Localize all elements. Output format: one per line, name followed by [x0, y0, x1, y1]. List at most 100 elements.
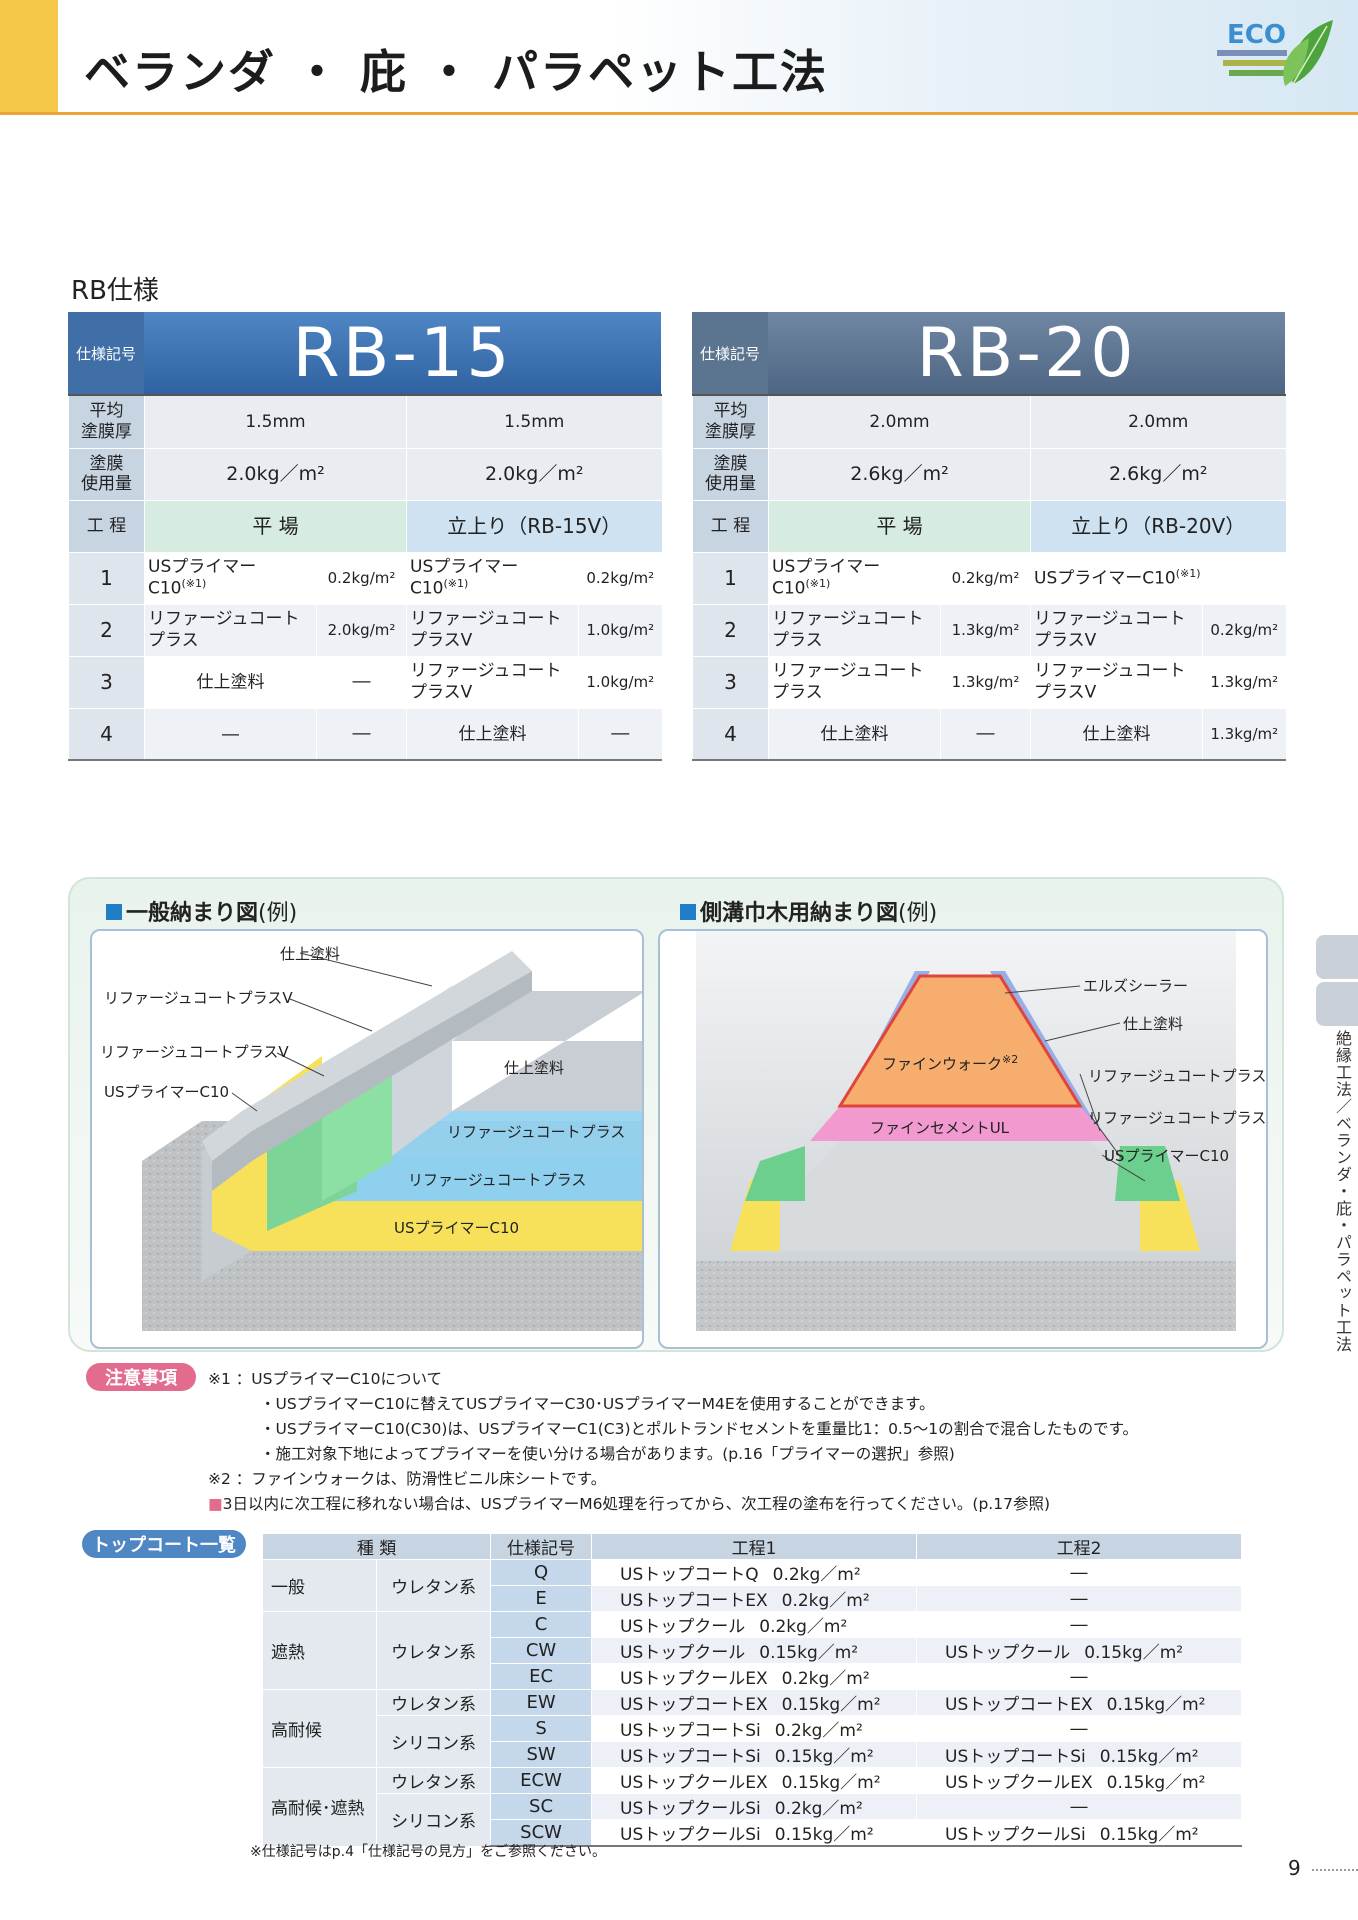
label-line: 平均 [89, 401, 124, 422]
process-number: 4 [692, 707, 769, 761]
material-name: USプライマーC10 [772, 556, 881, 599]
label-line: 塗膜 [89, 453, 124, 474]
topcoat-step2: ― [916, 1585, 1242, 1612]
product-name: USトップクールEX [945, 1773, 1093, 1793]
usage-flat: 2.6kg／m² [768, 447, 1031, 500]
side-tab-1 [1316, 935, 1358, 979]
product-name: ― [1070, 1588, 1088, 1609]
topcoat-header-row: 種 類 仕様記号 工程1 工程2 [261, 1533, 1242, 1560]
process-header-row: 工 程平 場立上り（RB-20V） [692, 499, 1286, 552]
page-number-dots [1312, 1869, 1358, 1871]
upstand-amount: 1.0kg/m² [578, 603, 662, 656]
topcoat-header-code: 仕様記号 [490, 1533, 593, 1560]
note-ref: (※1) [805, 577, 831, 591]
product-amount: 0.15kg／m² [1106, 1695, 1206, 1715]
process-label: 工 程 [692, 499, 769, 552]
material-name: リファージュコート プラスV [410, 660, 562, 703]
topcoat-code: Q [490, 1559, 593, 1586]
product-amount: 0.2kg／m² [774, 1799, 863, 1819]
thickness-up: 1.5mm [406, 394, 662, 448]
thickness-up: 2.0mm [1030, 394, 1286, 448]
topcoat-subtype: ウレタン系 [376, 1611, 492, 1690]
product-amount: 0.15kg／m² [774, 1825, 874, 1845]
product-name: USトップクール [945, 1643, 1071, 1663]
callout-finish-coat: 仕上塗料 [1123, 1015, 1184, 1033]
callout-us-primer-c10: USプライマーC10 [1104, 1147, 1230, 1165]
product-name: ― [1070, 1796, 1088, 1817]
flat-amount: ― [940, 707, 1031, 761]
upstand-material: リファージュコート プラスV [1030, 655, 1203, 708]
topcoat-subtype: シリコン系 [376, 1793, 492, 1847]
thickness-flat: 2.0mm [768, 394, 1031, 448]
process-number: 2 [68, 603, 145, 656]
topcoat-step2: ― [916, 1559, 1242, 1586]
product-name: ― [1070, 1614, 1088, 1635]
topcoat-header-step2: 工程2 [916, 1533, 1242, 1560]
diagram2-title: 側溝巾木用納まり図(例) [680, 895, 937, 927]
usage-flat: 2.0kg／m² [144, 447, 407, 500]
product-name: ― [1070, 1562, 1088, 1583]
upstand-amount: 1.0kg/m² [578, 655, 662, 708]
note-line-5: ※2 ：ファインウォークは、防滑性ビニル床シートです。 [208, 1470, 607, 1488]
notes-badge: 注意事項 [86, 1363, 196, 1391]
usage-label: 塗膜使用量 [68, 447, 145, 500]
flat-amount: ― [316, 655, 407, 708]
material-name: 仕上塗料 [196, 672, 265, 693]
spec-code-label: 仕様記号 [692, 312, 768, 394]
thickness-label: 平均塗膜厚 [68, 394, 145, 448]
note-line-1: ※1 ：USプライマーC10について [208, 1370, 443, 1388]
product-amount: 0.2kg／m² [759, 1617, 848, 1637]
usage-label: 塗膜使用量 [692, 447, 769, 500]
callout-refage-plus-v-1: リファージュコートプラスV [104, 989, 293, 1007]
topcoat-badge: トップコート一覧 [82, 1530, 246, 1558]
material-name: 仕上塗料 [458, 724, 527, 745]
material-name: 仕上塗料 [1082, 724, 1151, 745]
flat-amount: 0.2kg/m² [316, 551, 407, 604]
callout-refage-plus-2: リファージュコートプラス [408, 1171, 587, 1189]
product-amount: 0.15kg／m² [759, 1643, 859, 1663]
usage-up: 2.6kg／m² [1030, 447, 1286, 500]
note-line-6: ■3日以内に次工程に移れない場合は、USプライマーM6処理を行ってから、次工程の… [208, 1495, 1051, 1513]
topcoat-step2: ― [916, 1611, 1242, 1638]
upstand-material: 仕上塗料 [1030, 707, 1203, 761]
topcoat-group: 高耐候 [261, 1689, 378, 1768]
flat-material: 仕上塗料 [768, 707, 941, 761]
note-ref: (※1) [443, 577, 469, 591]
material-name: リファージュコート プラス [148, 608, 300, 651]
upstand-label: 立上り（RB-15V） [406, 499, 662, 552]
topcoat-code: S [490, 1715, 593, 1742]
topcoat-step2: ― [916, 1793, 1242, 1820]
product-name: USトップクール [620, 1617, 746, 1637]
topcoat-code: EC [490, 1663, 593, 1690]
upstand-material: USプライマーC10(※1) [1030, 551, 1286, 604]
pink-square-icon: ■ [208, 1495, 223, 1513]
process-label: 工 程 [68, 499, 145, 552]
spec-code: RB-15 [144, 312, 661, 394]
flat-area-label: 平 場 [144, 499, 407, 552]
general-detail-diagram: 仕上塗料 リファージュコートプラスV リファージュコートプラスV USプライマー… [90, 929, 644, 1349]
process-header-row: 工 程平 場立上り（RB-15V） [68, 499, 662, 552]
topcoat-group: 高耐候･遮熱 [261, 1767, 378, 1847]
note-ref: (※1) [1175, 566, 1201, 580]
upstand-amount: 1.3kg/m² [1202, 707, 1286, 761]
